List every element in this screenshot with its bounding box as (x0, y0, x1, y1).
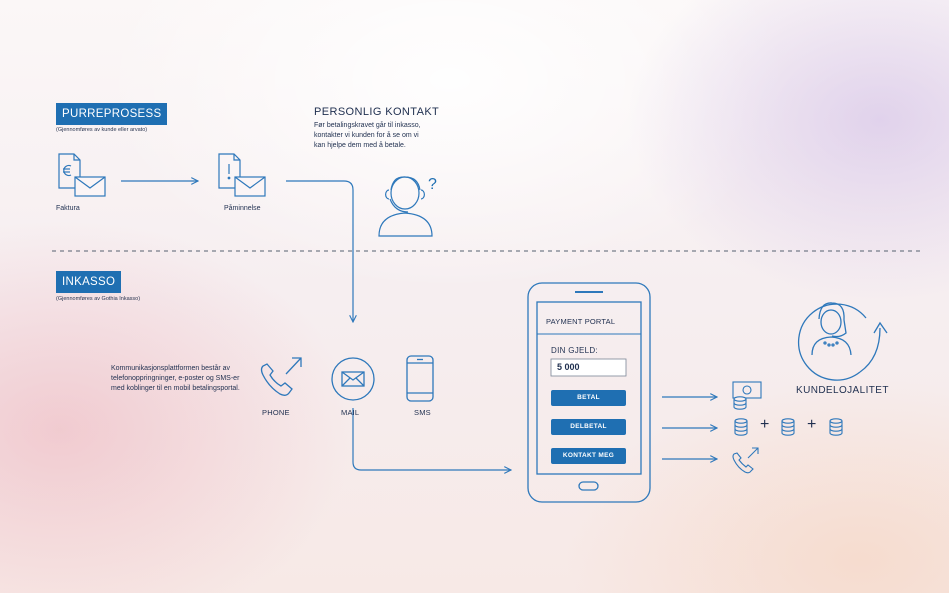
inkasso-description: Kommunikasjonsplattformen består av tele… (111, 364, 240, 394)
kundelojalitet-label: KUNDELOJALITET (796, 385, 889, 396)
inkasso-description-line: Kommunikasjonsplattformen består av (111, 365, 231, 372)
personlig-kontakt-line: Før betalingskravet går til inkasso, (314, 122, 421, 129)
mail-label: MAIL (341, 408, 360, 417)
paminnelse-label: Påminnelse (224, 205, 261, 212)
personlig-kontakt-line: kan hjelpe dem med å betale. (314, 142, 406, 149)
portal-title: PAYMENT PORTAL (546, 317, 616, 326)
personlig-kontakt-line: kontakter vi kunden for å se om vi (314, 132, 419, 139)
faktura-label: Faktura (56, 205, 80, 212)
debt-label: DIN GJELD: (551, 346, 599, 355)
kontakt-meg-button[interactable]: KONTAKT MEG (551, 448, 626, 464)
loyal-customer-icon (797, 302, 888, 381)
sms-label: SMS (414, 408, 431, 417)
purreprosess-tag: PURREPROSESS (56, 103, 168, 125)
question-mark: ? (428, 176, 437, 193)
invoice-euro-mail-icon (58, 153, 106, 197)
delbetal-button[interactable]: DELBETAL (551, 419, 626, 435)
reminder-mail-icon (218, 153, 266, 197)
installment-coins-icon (734, 418, 843, 436)
betal-button[interactable]: BETAL (551, 390, 626, 406)
smartphone-icon (406, 355, 434, 402)
plus-sign: + (807, 416, 817, 433)
inkasso-note: (Gjennomføres av Gothia Inkasso) (56, 296, 141, 302)
inkasso-tag: INKASSO (56, 271, 122, 293)
mail-icon (331, 357, 375, 401)
plus-sign: + (760, 416, 770, 433)
debt-value: 5 000 (557, 362, 580, 372)
agent-headset-icon (378, 176, 433, 237)
portal-phone-frame (527, 282, 651, 503)
debt-value-box (550, 358, 627, 377)
payment-cash-coins-icon (732, 381, 762, 410)
arrow-mail-to-portal (352, 408, 511, 470)
arrow-paminnelse-to-mail (286, 180, 353, 322)
inkasso-description-line: med koblinger til en mobil betalingsport… (111, 385, 240, 392)
personlig-kontakt-text: Før betalingskravet går til inkasso, kon… (314, 121, 421, 151)
purreprosess-note: (Gjennomføres av kunde eller arvato) (56, 127, 148, 133)
callback-phone-icon (732, 447, 759, 474)
personlig-kontakt-title: PERSONLIG KONTAKT (314, 106, 440, 118)
phone-label: PHONE (262, 408, 290, 417)
phone-icon (260, 357, 302, 396)
inkasso-description-line: telefonoppringninger, e-poster og SMS-er (111, 375, 240, 382)
